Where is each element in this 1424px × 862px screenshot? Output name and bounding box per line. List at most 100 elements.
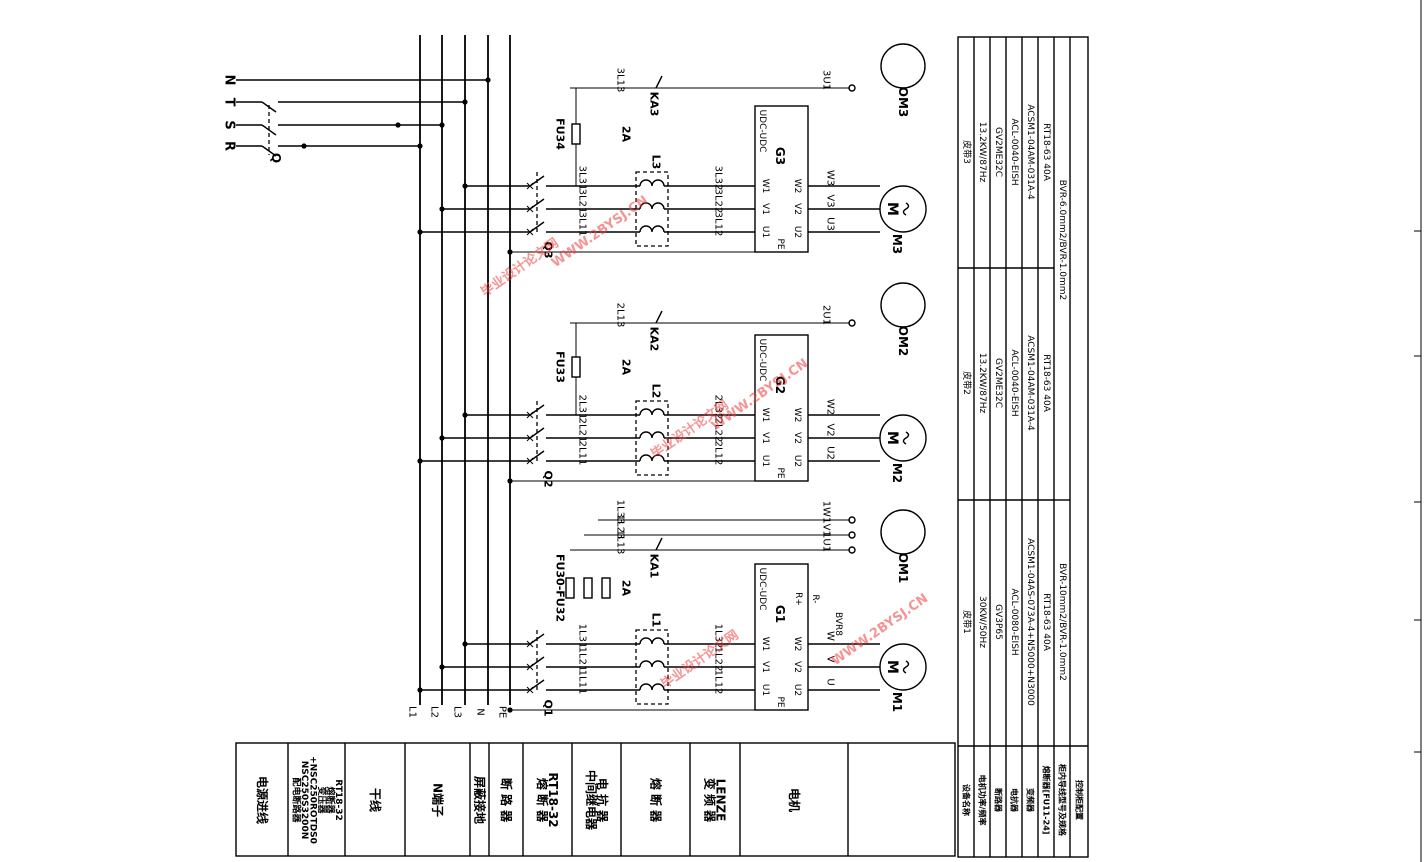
junction-dot: [507, 249, 513, 255]
inverter-terminal: U1: [760, 455, 770, 467]
legend-label: 熔 断 器: [535, 778, 550, 823]
fuse-label: FU30-FU32: [554, 554, 567, 622]
wire-label: 3L22: [713, 189, 724, 214]
junction-dot: [439, 435, 445, 441]
wire-label: 2L31: [577, 395, 588, 420]
spec-row-label: 柜内导线型号及规格: [1058, 763, 1068, 837]
spec-cell-value: 30KW/50Hz: [977, 596, 987, 648]
junction-dot: [439, 122, 445, 128]
spec-cell-value: GV2ME32C: [993, 358, 1003, 408]
reactor-label: L1: [650, 613, 663, 628]
legend-label: 中间继电器: [584, 770, 599, 831]
motor-terminal-label: W3: [825, 170, 836, 186]
reactor-label: L3: [650, 155, 663, 170]
spec-cell-value: ACSM1-04AM-031A-4: [1025, 335, 1035, 431]
reactor-coil: [639, 179, 665, 187]
legend-label: RT18-32: [546, 772, 560, 827]
legend-label: 干线: [368, 788, 383, 812]
watermark-text: WWW.2BYSJ.CN: [829, 591, 931, 669]
spec-cell-value: RT18-63 40A: [1041, 123, 1051, 182]
breaker-x: [526, 640, 534, 648]
fuse-label: FU34: [554, 118, 567, 150]
motor-terminal-label: V3: [825, 194, 836, 207]
wire-label: 2L12: [713, 441, 724, 466]
reactor-coil: [639, 408, 665, 416]
wire-label: 1L21: [577, 647, 588, 672]
legend-label: +NSC250ROTDS0: [307, 756, 317, 844]
motor-terminal-label: U3: [825, 217, 836, 231]
motor-terminal-label: V: [825, 656, 836, 663]
wire-label: 2L22: [713, 418, 724, 443]
legend-label: N端子: [431, 783, 446, 817]
motor-label: M2: [890, 463, 904, 483]
bus-bars: [419, 35, 511, 705]
relay-contact: [655, 537, 663, 551]
fuse-rating-label: 2A: [620, 580, 633, 597]
motor-terminal-label: U: [825, 678, 836, 685]
breaker-x: [526, 411, 534, 419]
legend-label: 变压器: [316, 786, 328, 814]
junction-dot: [462, 641, 468, 647]
legend-label: NSC250S3200N: [299, 761, 309, 839]
spec-cell-value: ACSM1-04AS-073A-4+N5000+N3000: [1025, 538, 1035, 706]
bus-label: N: [475, 708, 486, 715]
inverter-terminal: V2: [792, 203, 802, 215]
inverter-terminal: V2: [792, 661, 802, 673]
legend-label: 电源进线: [255, 776, 270, 824]
spec-row-label: 控制柜配置: [1075, 780, 1085, 820]
phase-label: S: [222, 120, 237, 129]
aux-motor-wire-label: 3U1: [821, 70, 832, 90]
wire-label: 1L11: [577, 670, 588, 695]
spec-cell-value: GV2ME32C: [993, 127, 1003, 177]
phase-label: N: [222, 75, 237, 86]
inverter-dc-label: UDC-UDC: [757, 339, 767, 382]
aux-motor-wire-label: 1W1: [821, 501, 832, 524]
inverter-label: G3: [773, 147, 787, 165]
motor-tilde: [902, 660, 910, 674]
wire-label: 2L11: [577, 441, 588, 466]
reactor-coil: [639, 660, 665, 668]
breaker-label: Q1: [542, 699, 555, 716]
relay-contact: [655, 75, 663, 89]
legend-label: LENZE: [714, 779, 728, 822]
inverter-terminal: W2: [792, 637, 802, 652]
legend-label: 屏蔽接地: [473, 775, 488, 824]
bus-label: L3: [452, 706, 463, 718]
aux-motor-wire-label: 1U1: [821, 532, 832, 552]
aux-wire-label: 1L33: [615, 500, 626, 525]
spec-row-label: 变频器: [1026, 788, 1036, 813]
legend-label: 熔断器: [324, 786, 336, 814]
inverter-pe-label: PE: [775, 238, 785, 249]
reactor-coil: [639, 202, 665, 210]
bus-label: L2: [429, 706, 440, 718]
spec-cell-value: ACSM1-04AM-031A-4: [1025, 104, 1035, 200]
spec-cell-value: 皮带1: [961, 610, 973, 634]
spec-cell-value: GV3P65: [993, 604, 1003, 640]
spec-cell-value: ACL-0040-EISH: [1009, 349, 1019, 416]
bus-label: PE: [497, 706, 508, 718]
motor-symbol: M: [884, 431, 900, 445]
wire-label: 3L31: [577, 166, 588, 191]
junction-dot: [395, 122, 401, 128]
motor-circle: [879, 643, 927, 691]
inverter-terminal: U1: [760, 226, 770, 238]
inverter-label: G2: [773, 376, 787, 394]
aux-motor-label: OM1: [896, 553, 910, 584]
legend-label: 电机: [787, 788, 802, 812]
inverter-box: [754, 334, 809, 482]
junction-dot: [417, 458, 423, 464]
inverter-box: [754, 563, 809, 711]
aux-motor-label: OM3: [896, 87, 910, 118]
reactor-coil: [639, 225, 665, 233]
spec-row-label: 断路器: [994, 788, 1004, 813]
breaker-x: [526, 182, 534, 190]
motor-symbol: M: [884, 660, 900, 674]
fuse-symbol: [583, 577, 593, 599]
legend-label: RT18-32: [333, 779, 343, 820]
fuse-label: FU33: [554, 351, 567, 383]
legend-labels: 电源进线配电断路器NSC250S3200N+NSC250ROTDS0变压器熔断器…: [255, 756, 802, 844]
inverter-label: G1: [773, 605, 787, 623]
